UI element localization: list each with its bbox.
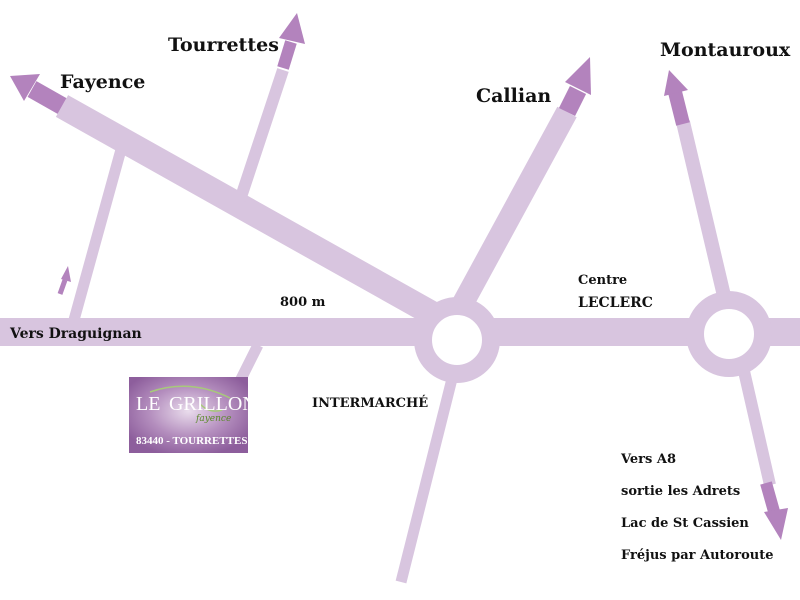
arrow-fayence xyxy=(10,74,67,114)
label-tourrettes: Tourrettes xyxy=(168,34,279,56)
arrowhead-icon xyxy=(10,74,40,101)
arrow-a8 xyxy=(760,481,788,540)
logo-title: LE GRILLON xyxy=(136,393,257,415)
roundabout-icon xyxy=(414,297,500,383)
logo-script: fayence xyxy=(195,414,231,424)
roundabout-icon xyxy=(686,291,772,377)
roundabout-2 xyxy=(686,291,772,377)
road-south-intermarche xyxy=(395,353,464,584)
label-centre: Centre xyxy=(578,273,627,288)
direction-arrows xyxy=(10,13,788,540)
road-to-a8 xyxy=(735,356,776,487)
a8-direction-line: Vers A8 xyxy=(620,452,676,467)
label-callian: Callian xyxy=(476,85,551,107)
road-branch-left xyxy=(68,144,128,322)
a8-direction-line: sortie les Adrets xyxy=(621,484,740,499)
logo-background xyxy=(129,377,248,453)
arrowhead-icon xyxy=(565,57,591,95)
label-distance: 800 m xyxy=(280,295,326,310)
a8-direction-line: Lac de St Cassien xyxy=(621,516,749,531)
arrow-montauroux xyxy=(664,70,690,126)
arrow-small-left xyxy=(57,266,71,295)
roundabout-1 xyxy=(414,297,500,383)
arrow-tourrettes xyxy=(277,13,305,70)
road-network xyxy=(0,68,800,584)
label-intermarche: INTERMARCHÉ xyxy=(312,395,428,411)
label-leclerc: LECLERC xyxy=(578,295,653,311)
road-to-callian xyxy=(452,106,577,311)
arrowhead-icon xyxy=(279,13,305,44)
road-to-tourrettes xyxy=(234,68,289,202)
cricket-icon xyxy=(149,385,231,412)
label-vers-draguignan: Vers Draguignan xyxy=(9,326,142,342)
label-montauroux: Montauroux xyxy=(660,39,791,61)
logo-address: 83440 - TOURRETTES xyxy=(136,435,247,447)
arrowhead-icon xyxy=(61,266,71,282)
road-to-montauroux xyxy=(676,120,732,302)
arrowhead-icon xyxy=(764,508,788,540)
le-grillon-logo: LE GRILLON fayence 83440 - TOURRETTES xyxy=(129,377,257,453)
a8-direction-line: Fréjus par Autoroute xyxy=(621,548,773,563)
arrowhead-icon xyxy=(664,70,688,96)
road-to-fayence xyxy=(55,95,447,329)
label-fayence: Fayence xyxy=(60,71,145,93)
a8-directions: Vers A8 sortie les Adrets Lac de St Cass… xyxy=(620,452,773,563)
arrow-callian xyxy=(558,57,591,117)
